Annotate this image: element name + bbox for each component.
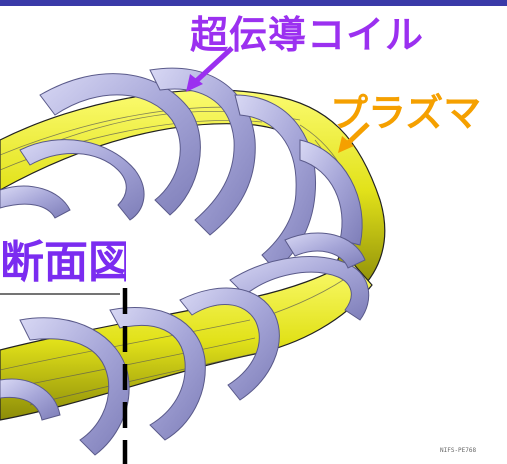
plasma-label: プラズマ xyxy=(330,91,482,135)
cross-section-label: 断面図 xyxy=(0,226,126,290)
coil-arrow xyxy=(186,46,234,92)
credit-label: NIFS-PE768 xyxy=(440,447,477,454)
top-bar xyxy=(0,0,507,6)
cross-section-text: 断面図 xyxy=(0,237,126,288)
plasma-arrow xyxy=(338,122,370,153)
coil-ribbons xyxy=(0,67,370,456)
superconducting-coil-label: 超伝導コイル xyxy=(190,13,425,57)
